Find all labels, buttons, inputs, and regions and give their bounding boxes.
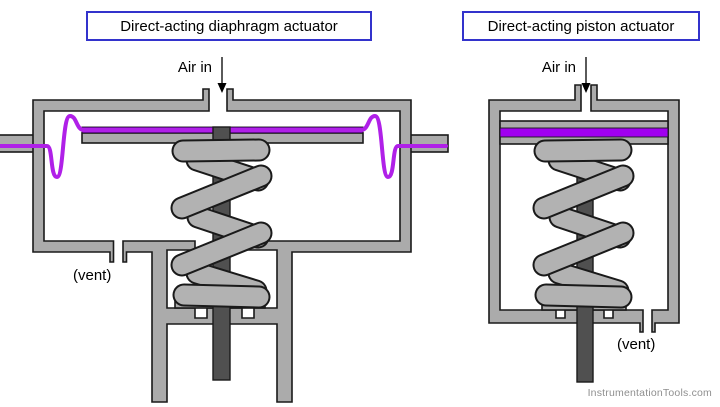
diaphragm-actuator-drawing [0, 57, 449, 403]
piston-actuator-drawing [488, 57, 680, 383]
piston-actuator-title: Direct-acting piston actuator [462, 11, 700, 41]
air-in-label-piston: Air in [541, 59, 576, 76]
air-in-arrow [217, 57, 227, 93]
air-in-arrow [581, 57, 591, 93]
right-flange-stub [409, 134, 449, 153]
coil-spring [170, 138, 273, 309]
piston-seal [499, 127, 669, 138]
diaphragm-actuator-title: Direct-acting diaphragm actuator [86, 11, 372, 41]
coil-spring [532, 138, 635, 309]
left-flange-stub [0, 134, 35, 153]
vent-label-diaphragm: (vent) [73, 267, 112, 284]
watermark-text: InstrumentationTools.com [587, 387, 712, 399]
air-in-label-diaphragm: Air in [177, 59, 212, 76]
diaphragm-casing-left [32, 88, 210, 263]
piston-casing-right [590, 84, 680, 333]
vent-label-piston: (vent) [617, 336, 656, 353]
